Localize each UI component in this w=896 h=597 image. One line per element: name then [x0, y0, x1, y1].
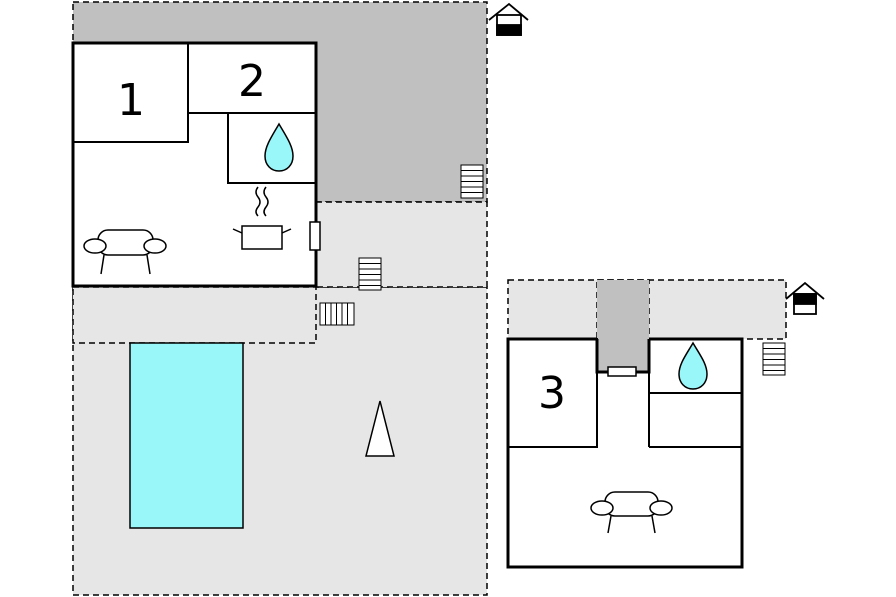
- cooking-pot-icon: [232, 186, 292, 250]
- room-1-label: 1: [117, 75, 145, 126]
- door: [607, 366, 637, 377]
- water-drop-icon: [678, 341, 708, 390]
- sofa-icon: [83, 229, 167, 275]
- front-terrace: [72, 286, 317, 344]
- carport-icon: [488, 2, 529, 36]
- stairs-icon: [358, 257, 382, 291]
- room-3: [507, 338, 598, 448]
- stairs-icon: [460, 164, 484, 199]
- water-drop-icon: [264, 122, 294, 172]
- side-terrace: [315, 201, 488, 288]
- room-2-label: 2: [238, 56, 266, 107]
- swimming-pool: [129, 342, 244, 529]
- stairs-icon: [762, 342, 786, 376]
- tree-icon: [365, 400, 395, 457]
- room-3-label: 3: [538, 368, 566, 419]
- carport-icon: [785, 281, 825, 315]
- door: [309, 221, 321, 251]
- stairs-icon: [319, 302, 355, 326]
- sofa-icon: [590, 491, 673, 534]
